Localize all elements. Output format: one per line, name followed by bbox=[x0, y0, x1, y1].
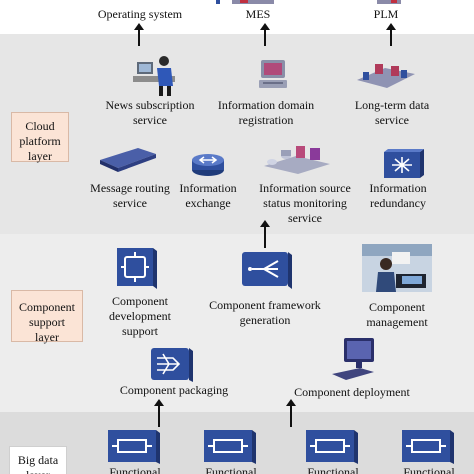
functional-node-icon-4 bbox=[402, 430, 454, 464]
label-functional-1: Functional bbox=[109, 465, 161, 474]
label-message-routing: Message routing service bbox=[90, 181, 170, 210]
label-news-subscription: News subscription service bbox=[105, 98, 195, 127]
label-info-domain-registration: Information domain registration bbox=[217, 98, 315, 127]
plm-server-icon bbox=[377, 0, 401, 4]
label-info-redundancy: Information redundancy bbox=[369, 181, 427, 210]
arrow-to-mes bbox=[260, 23, 270, 46]
terminal-icon bbox=[259, 60, 287, 88]
label-functional-2: Functional bbox=[205, 465, 257, 474]
router-box-icon bbox=[100, 148, 156, 172]
label-mes: MES bbox=[245, 7, 271, 21]
label-dev-support: Component development support bbox=[109, 294, 171, 338]
label-functional-4: Functional bbox=[403, 465, 455, 474]
deployment-computer-icon bbox=[332, 338, 374, 380]
label-deployment: Component deployment bbox=[294, 385, 410, 399]
exchange-switch-icon bbox=[192, 154, 224, 176]
arrow-to-operating-system bbox=[134, 23, 144, 46]
packaging-device-icon bbox=[151, 348, 193, 382]
label-functional-3: Functional bbox=[307, 465, 359, 474]
framework-generation-icon bbox=[242, 252, 292, 289]
label-operating-system: Operating system bbox=[97, 7, 183, 21]
arrow-to-deployment bbox=[286, 399, 296, 427]
functional-node-icon-2 bbox=[204, 430, 256, 464]
user-workstation-icon bbox=[133, 56, 175, 96]
arrow-to-cloud-layer bbox=[260, 220, 270, 248]
storage-array-icon bbox=[357, 64, 415, 88]
label-plm: PLM bbox=[373, 7, 399, 21]
management-photo-icon bbox=[362, 244, 432, 292]
bigdata-layer-label: Big data layer bbox=[9, 446, 67, 474]
label-info-exchange: Information exchange bbox=[179, 181, 237, 210]
arrow-to-plm bbox=[386, 23, 396, 46]
dev-support-device-icon bbox=[117, 248, 157, 289]
redundancy-hub-icon bbox=[384, 149, 424, 178]
component-layer-label: Component support layer bbox=[11, 290, 83, 344]
label-info-source-status: Information source status monitoring ser… bbox=[259, 181, 351, 225]
monitoring-devices-icon bbox=[264, 146, 330, 174]
functional-node-icon-1 bbox=[108, 430, 160, 464]
label-packaging: Component packaging bbox=[119, 383, 229, 397]
label-long-term-data: Long-term data service bbox=[354, 98, 430, 127]
label-framework-generation: Component framework generation bbox=[209, 298, 321, 327]
arrow-to-packaging bbox=[154, 399, 164, 427]
label-management: Component management bbox=[366, 300, 428, 329]
cloud-layer-label: Cloud platform layer bbox=[11, 112, 69, 163]
mes-server-icon bbox=[232, 0, 274, 4]
functional-node-icon-3 bbox=[306, 430, 358, 464]
os-marker-icon bbox=[216, 0, 220, 4]
